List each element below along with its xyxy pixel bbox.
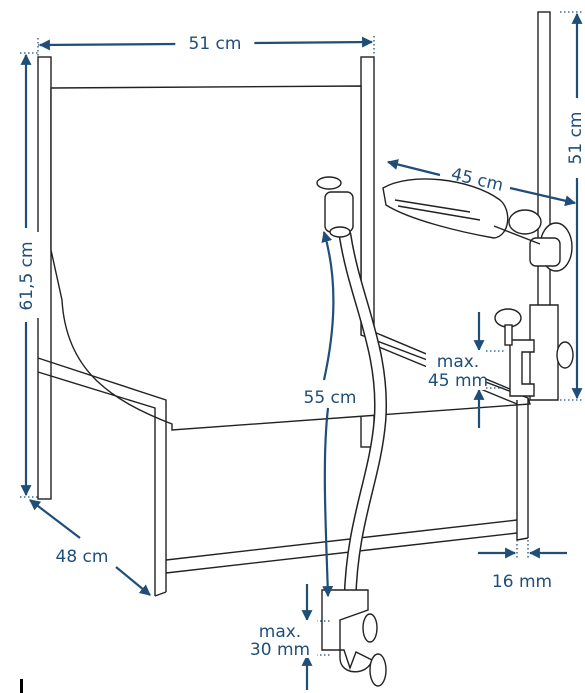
lamp-pole-dimension: 51 cm [560, 11, 585, 401]
lamp-clamp-side-knob [556, 341, 574, 369]
gooseneck-ball-head [324, 191, 354, 233]
lamp-arm-arrow-left [386, 159, 441, 177]
lamp-pole-label: 51 cm [566, 112, 585, 165]
gooseneck-collar [329, 226, 351, 238]
lamp-clamp-screw [504, 324, 513, 346]
lamp-reflector [394, 199, 481, 221]
gooseneck-clamp-label-line2: 30 mm [250, 640, 310, 660]
lamp-clamp-jaw [509, 339, 535, 397]
camera-screw-knob [316, 176, 342, 190]
gooseneck-clamp-knob-bottom [369, 653, 387, 687]
lamp-assembly [382, 11, 574, 401]
depth-dimension: 48 cm [29, 499, 151, 596]
gooseneck-arrow-top [321, 230, 335, 381]
width-arrow-right [254, 36, 374, 48]
depth-label: 48 cm [56, 547, 109, 567]
lamp-clamp-screw-knob [494, 308, 522, 328]
gooseneck-clamp-dimension: max. 30 mm [243, 584, 330, 690]
tube-diameter-dimension: 16 mm [478, 540, 567, 592]
lamp-joint [508, 209, 542, 235]
width-dimension: 51 cm [37, 30, 375, 56]
lamp-clamp-label-line2: 45 mm [428, 371, 488, 391]
photo-table-frame [37, 56, 531, 597]
width-arrow-left [38, 39, 176, 51]
backdrop-sheet [50, 85, 531, 431]
left-side-frame [37, 357, 167, 597]
lamp-clamp [529, 304, 559, 401]
lamp-clamp-dimension: max. 45 mm [426, 312, 505, 428]
lamp-clamp-label-bg [426, 350, 486, 390]
gooseneck-label-bg [292, 383, 366, 407]
width-label: 51 cm [189, 34, 242, 54]
lamp-arm-arrow-right [509, 186, 577, 207]
front-right-leg [516, 398, 529, 541]
depth-arrow-bottom [115, 566, 151, 596]
gooseneck-clamp-label-bg [243, 620, 317, 658]
gooseneck-clamp-label-line1: max. [259, 622, 301, 642]
gooseneck-arrow-bottom [322, 407, 334, 598]
front-bottom-bar [165, 519, 518, 574]
height-label: 61,5 cm [17, 241, 37, 310]
gooseneck-tube-fill [340, 230, 386, 605]
height-dimension: 61,5 cm [12, 52, 40, 498]
width-label-bg [178, 30, 252, 54]
depth-arrow-top [29, 499, 81, 539]
corner-mark [20, 679, 23, 693]
gooseneck-length-label: 55 cm [304, 388, 357, 408]
lamp-arm-link [493, 225, 541, 245]
gooseneck-clamp-knob-top [362, 613, 378, 643]
height-label-bg [12, 232, 40, 318]
gooseneck-length-dimension: 55 cm [292, 230, 366, 598]
gooseneck-clamp [321, 589, 373, 673]
lamp-clamp-label-line1: max. [437, 352, 479, 372]
tube-diameter-label: 16 mm [492, 572, 552, 592]
lamp-pole-collar [529, 237, 561, 267]
pole-label-bg [564, 100, 585, 176]
